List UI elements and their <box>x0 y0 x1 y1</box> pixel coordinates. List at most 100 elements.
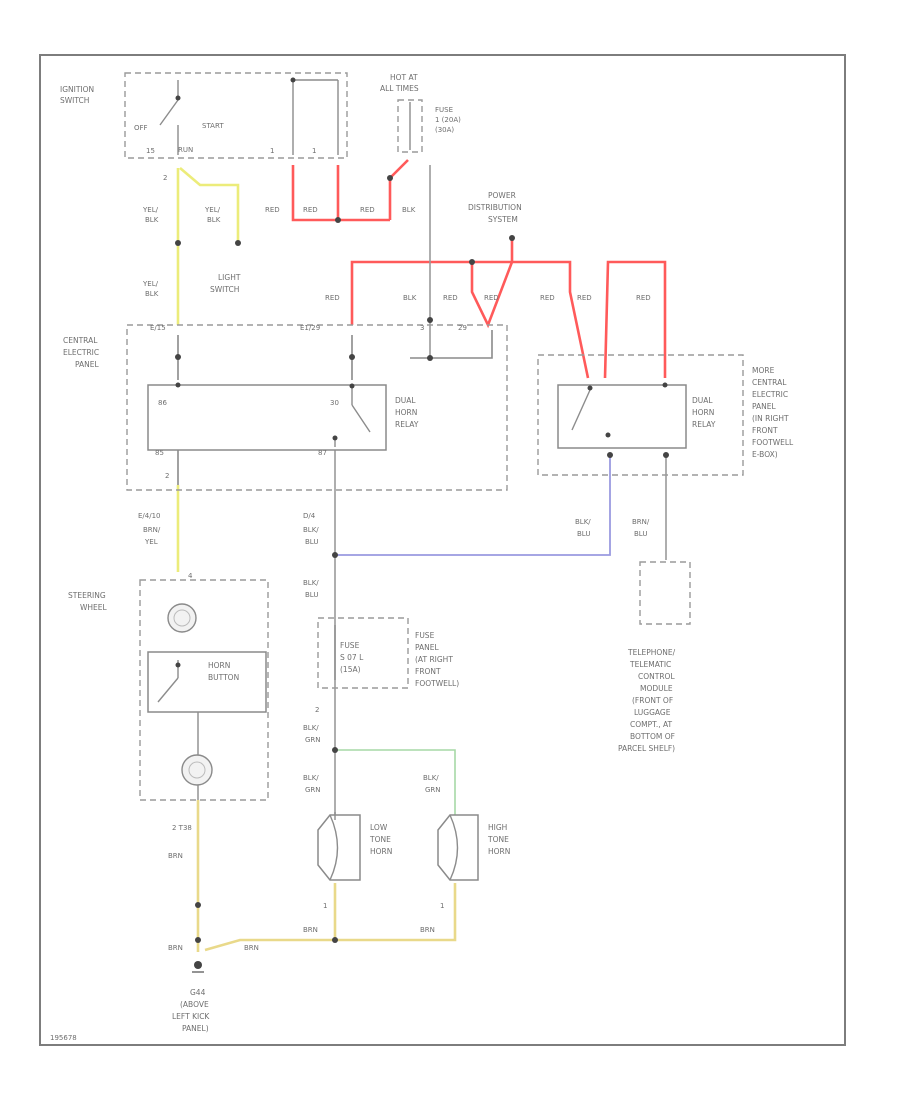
tag-blk-mid: BLK <box>403 294 417 302</box>
hb-0: HORN <box>208 661 230 670</box>
sw-0: STEERING <box>68 591 106 600</box>
tag-blk-blu-1: BLK/BLU <box>303 526 319 546</box>
fp-4: FOOTWELL) <box>415 679 459 688</box>
telephone-module-box <box>639 561 691 625</box>
tag-brn-2: BRN <box>168 944 183 952</box>
cp-1: ELECTRIC <box>63 348 99 357</box>
dhr2-1: HORN <box>692 408 714 417</box>
hth-1: TONE <box>487 835 509 844</box>
pin-t2: 2 <box>165 472 169 480</box>
pin-30r: 30 <box>330 399 339 407</box>
tm-4: (FRONT OF <box>632 696 673 705</box>
tm-6: COMPT., AT <box>630 720 673 729</box>
pin-86: 86 <box>158 399 167 407</box>
tag-bg3-1: GRN <box>425 786 441 794</box>
tm-2: CONTROL <box>638 672 675 681</box>
pd-0: POWER <box>488 191 516 200</box>
tag-yb3-0: YEL/ <box>142 280 159 288</box>
tag-brb-1: BLU <box>634 530 647 538</box>
fp-1: PANEL <box>415 643 440 652</box>
tag-bg3-0: BLK/ <box>423 774 439 782</box>
pin-85: 85 <box>155 449 164 457</box>
tag-red-3: RED <box>360 206 375 214</box>
fp-0: FUSE <box>415 631 435 640</box>
wire-yel-light <box>179 167 240 243</box>
tag-bbr-0: BLK/ <box>575 518 591 526</box>
pin-tb-top: E/15 <box>150 324 166 332</box>
fm-0: FUSE <box>340 641 360 650</box>
wire-red-bus <box>350 260 590 379</box>
pin-t2b: 2 <box>315 706 319 714</box>
tag-bg1-1: GRN <box>305 736 321 744</box>
wire-brn-bottom <box>204 883 457 952</box>
tm-0: TELEPHONE/ <box>627 648 676 657</box>
dhr1-1: HORN <box>395 408 417 417</box>
gl-3: PANEL) <box>182 1024 209 1033</box>
steering-wheel-box <box>139 579 269 801</box>
low-tone-horn-symbol <box>317 812 361 881</box>
wire-red-bus-2 <box>603 260 667 379</box>
tag-brn-1: BRN <box>168 852 183 860</box>
tag-by-0: BRN/ <box>143 526 161 534</box>
wire-red-ign-1 <box>291 165 338 222</box>
pin-t4: 4 <box>188 572 193 580</box>
dual-horn-relay-2 <box>557 384 687 449</box>
mcp-3: PANEL <box>752 402 777 411</box>
pin-1b: 1 <box>312 147 316 155</box>
cp-0: CENTRAL <box>63 336 98 345</box>
pin-t1b: 1 <box>440 902 444 910</box>
dhr2-2: RELAY <box>692 420 716 429</box>
tag-blk-blu-right: BLK/BLU <box>575 518 591 538</box>
hth-2: HORN <box>488 847 510 856</box>
tag-red-r3: RED <box>636 294 651 302</box>
dhr1-0: DUAL <box>395 396 416 405</box>
hot-line-0: HOT AT <box>390 73 418 82</box>
tag-yb1-1: BLK <box>145 216 159 224</box>
footer-code: 195678 <box>50 1034 77 1042</box>
pin-sw: E/4/10 <box>138 512 161 520</box>
ls-0: LIGHT <box>218 273 241 282</box>
fm-1: S 07 L <box>340 653 364 662</box>
pin-tmain: 2 T38 <box>172 824 192 832</box>
tag-brb-0: BRN/ <box>632 518 650 526</box>
sw-1: WHEEL <box>80 603 108 612</box>
pin-15: 15 <box>146 147 155 155</box>
pin-t1: 1 <box>323 902 327 910</box>
lth-1: TONE <box>369 835 391 844</box>
tag-blk-grn-3: BLK/GRN <box>423 774 441 794</box>
tag-red-r1: RED <box>540 294 555 302</box>
tag-red-pd-left: RED <box>325 294 340 302</box>
fuse-top-1: 1 (20A) <box>435 116 461 124</box>
tag-brn-4: BRN <box>303 926 318 934</box>
tag-blk-blu-2: BLK/BLU <box>303 579 319 599</box>
fp-2: (AT RIGHT <box>415 655 453 664</box>
tag-red-2: RED <box>303 206 318 214</box>
tag-brn-yel: BRN/YEL <box>143 526 161 546</box>
hot-at-label: HOT AT ALL TIMES <box>380 73 419 93</box>
tag-blk-grn-2: BLK/GRN <box>303 774 321 794</box>
ign-line-0: IGNITION <box>60 85 94 94</box>
tag-blk-grn-1: BLK/GRN <box>303 724 321 744</box>
tm-8: PARCEL SHELF) <box>618 744 675 753</box>
tag-yb3-1: BLK <box>145 290 159 298</box>
pin-2: 2 <box>163 174 167 182</box>
dhr2-0: DUAL <box>692 396 713 405</box>
pin-3: 3 <box>420 324 424 332</box>
tag-red-mid: RED <box>443 294 458 302</box>
high-tone-horn-symbol <box>437 814 479 881</box>
steering-wheel-label: STEERING WHEEL <box>68 591 108 612</box>
ign-off-label: OFF <box>134 124 148 132</box>
tag-bg1-0: BLK/ <box>303 724 319 732</box>
tag-by-1: YEL <box>144 538 158 546</box>
central-panel-box <box>126 324 508 491</box>
wire-blk-blu <box>335 455 611 556</box>
hot-line-1: ALL TIMES <box>380 84 419 93</box>
tag-yb2-0: YEL/ <box>204 206 221 214</box>
